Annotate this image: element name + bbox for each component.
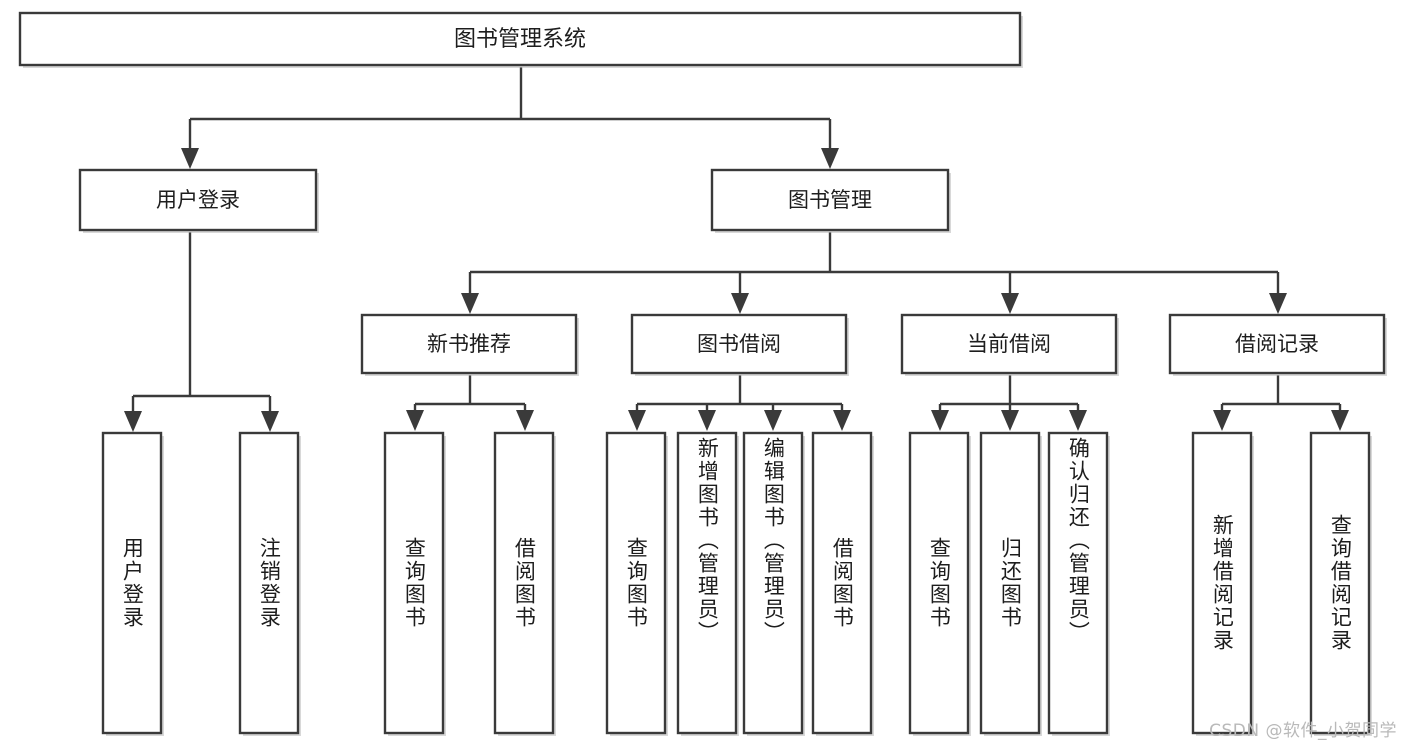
connector-group-borrow-record-to-leaves bbox=[1213, 375, 1349, 431]
arrowhead-user-login bbox=[181, 148, 199, 169]
arrowhead-leaf-return-book bbox=[1001, 410, 1019, 431]
arrowhead-leaf-query-book-3 bbox=[931, 410, 949, 431]
arrowhead-book-manage bbox=[821, 148, 839, 169]
connector-group-root-to-level2 bbox=[181, 67, 839, 169]
leaf-query-book-2-box[interactable] bbox=[605, 431, 667, 735]
leaf-borrow-book-1-box[interactable] bbox=[493, 431, 555, 735]
connector-group-book-manage-to-level3 bbox=[461, 232, 1287, 314]
arrowhead-leaf-confirm-return bbox=[1069, 410, 1087, 431]
node-book-manage-label: 图书管理 bbox=[788, 188, 872, 212]
node-current-borrow[interactable]: 当前借阅 bbox=[900, 313, 1119, 376]
arrowhead-leaf-edit-book bbox=[764, 410, 782, 431]
leaf-edit-book-box[interactable] bbox=[742, 431, 804, 735]
arrowhead-leaf-query-book-2 bbox=[628, 410, 646, 431]
arrowhead-leaf-add-record bbox=[1213, 410, 1231, 431]
arrowhead-leaf-logout bbox=[261, 411, 279, 432]
node-book-borrow-label: 图书借阅 bbox=[697, 332, 781, 356]
node-current-borrow-box bbox=[900, 313, 1118, 375]
connector-group-book-borrow-to-leaves bbox=[628, 375, 851, 431]
node-user-login[interactable]: 用户登录 bbox=[78, 168, 319, 233]
node-borrow-record[interactable]: 借阅记录 bbox=[1168, 313, 1387, 376]
node-current-borrow-label: 当前借阅 bbox=[967, 332, 1051, 356]
node-user-login-label: 用户登录 bbox=[156, 188, 240, 212]
arrowhead-new-book-recommend bbox=[461, 293, 479, 314]
leaf-user-login-box[interactable] bbox=[101, 431, 163, 735]
node-book-manage[interactable]: 图书管理 bbox=[710, 168, 951, 233]
node-root-label: 图书管理系统 bbox=[454, 27, 586, 52]
node-new-book-recommend[interactable]: 新书推荐 bbox=[360, 313, 579, 376]
arrowhead-leaf-query-record bbox=[1331, 410, 1349, 431]
node-new-book-recommend-label: 新书推荐 bbox=[427, 332, 511, 356]
node-borrow-record-box bbox=[1168, 313, 1386, 375]
arrowhead-current-borrow bbox=[1001, 293, 1019, 314]
node-new-book-recommend-box bbox=[360, 313, 578, 375]
connector-group-user-login-to-leaves bbox=[124, 232, 279, 432]
leaf-borrow-book-2-box[interactable] bbox=[811, 431, 873, 735]
arrowhead-leaf-borrow-book-1 bbox=[516, 410, 534, 431]
node-root[interactable]: 图书管理系统 bbox=[18, 11, 1023, 68]
leaf-add-record-box[interactable] bbox=[1191, 431, 1253, 735]
connector-group-new-book-recommend-to-leaves bbox=[406, 375, 534, 431]
arrowhead-leaf-add-book bbox=[698, 410, 716, 431]
leaf-query-book-1-box[interactable] bbox=[383, 431, 445, 735]
leaf-query-book-3-box[interactable] bbox=[908, 431, 970, 735]
node-borrow-record-label: 借阅记录 bbox=[1235, 332, 1319, 356]
arrowhead-book-borrow bbox=[731, 293, 749, 314]
leaf-add-book-box[interactable] bbox=[676, 431, 738, 735]
leaf-logout-box[interactable] bbox=[238, 431, 300, 735]
arrowhead-leaf-query-book-1 bbox=[406, 410, 424, 431]
leaf-query-record-box[interactable] bbox=[1309, 431, 1371, 735]
leaf-boxes bbox=[101, 431, 1372, 736]
node-user-login-box bbox=[78, 168, 318, 232]
arrowhead-leaf-borrow-book-2 bbox=[833, 410, 851, 431]
node-book-borrow-box bbox=[630, 313, 848, 375]
leaf-return-book-box[interactable] bbox=[979, 431, 1041, 735]
node-root-box bbox=[18, 11, 1022, 67]
arrowhead-leaf-user-login bbox=[124, 411, 142, 432]
node-book-manage-box bbox=[710, 168, 950, 232]
csdn-watermark: CSDN @软件_小贺同学 bbox=[1209, 721, 1397, 741]
node-book-borrow[interactable]: 图书借阅 bbox=[630, 313, 849, 376]
arrowhead-borrow-record bbox=[1269, 293, 1287, 314]
connector-group-current-borrow-to-leaves bbox=[931, 375, 1087, 431]
leaf-confirm-return-box[interactable] bbox=[1047, 431, 1109, 735]
